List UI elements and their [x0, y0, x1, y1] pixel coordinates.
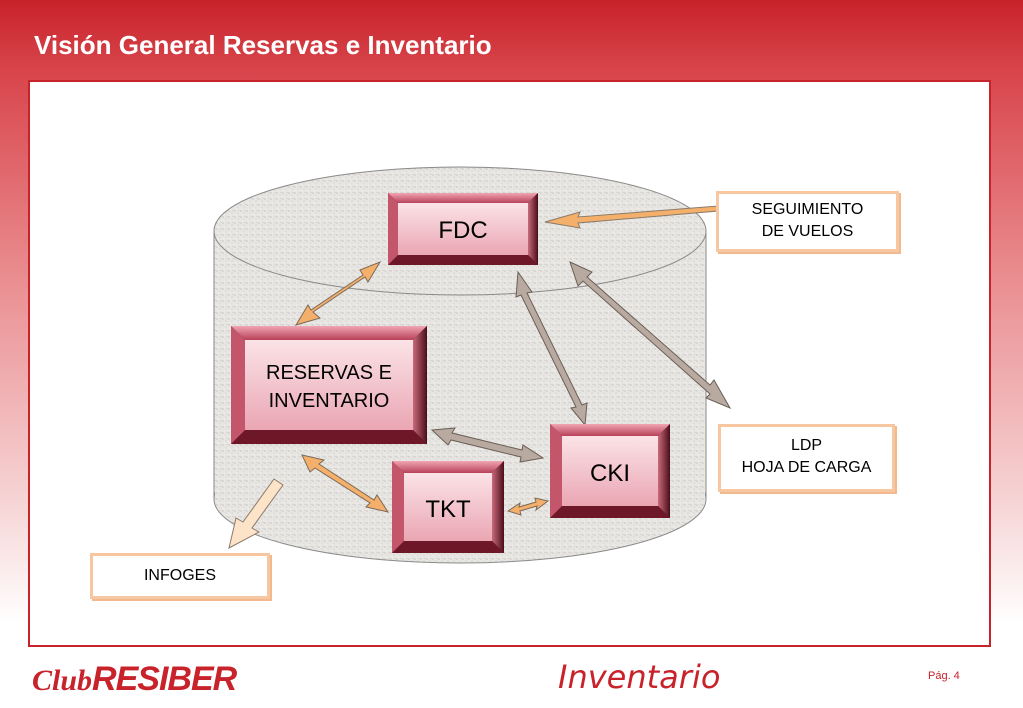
- box-cki[interactable]: CKI: [550, 424, 670, 518]
- box-seguimiento-vuelos[interactable]: SEGUIMIENTO DE VUELOS: [716, 191, 899, 252]
- box-reservas-inventario[interactable]: RESERVAS E INVENTARIO: [231, 326, 427, 444]
- fdc-label: FDC: [438, 217, 487, 244]
- page-number: Pág. 4: [928, 670, 960, 682]
- club-resiber-logo: ClubRESIBER: [32, 660, 237, 699]
- box-fdc[interactable]: FDC: [388, 193, 538, 265]
- box-infoges[interactable]: INFOGES: [90, 553, 270, 599]
- ldp-label-line2: HOJA DE CARGA: [741, 459, 872, 476]
- ldp-label-line1: LDP: [790, 437, 823, 454]
- arrow-fdc-reservas: [294, 260, 382, 326]
- page-title: Visión General Reservas e Inventario: [34, 30, 492, 60]
- reservas-label-line1: RESERVAS E: [266, 362, 392, 384]
- seguimiento-label-line2: DE VUELOS: [761, 223, 854, 240]
- arrow-tkt-cki: [506, 497, 550, 516]
- reservas-label-line2: INVENTARIO: [269, 390, 390, 412]
- logo-club-text: Club: [32, 664, 93, 697]
- logo-resiber-text: RESIBER: [92, 660, 237, 698]
- arrow-reservas-infoges: [228, 478, 284, 549]
- box-ldp-hoja-carga[interactable]: LDP HOJA DE CARGA: [718, 424, 895, 492]
- arrow-fdc-ldp: [569, 261, 732, 410]
- tkt-label: TKT: [425, 496, 471, 523]
- seguimiento-label-line1: SEGUIMIENTO: [751, 201, 864, 218]
- arrow-reservas-cki: [430, 427, 545, 463]
- arrow-reservas-tkt: [301, 454, 390, 513]
- footer-section-title: Inventario: [558, 658, 721, 696]
- box-tkt[interactable]: TKT: [392, 461, 504, 553]
- cki-label: CKI: [590, 460, 630, 487]
- infoges-label: INFOGES: [143, 567, 216, 584]
